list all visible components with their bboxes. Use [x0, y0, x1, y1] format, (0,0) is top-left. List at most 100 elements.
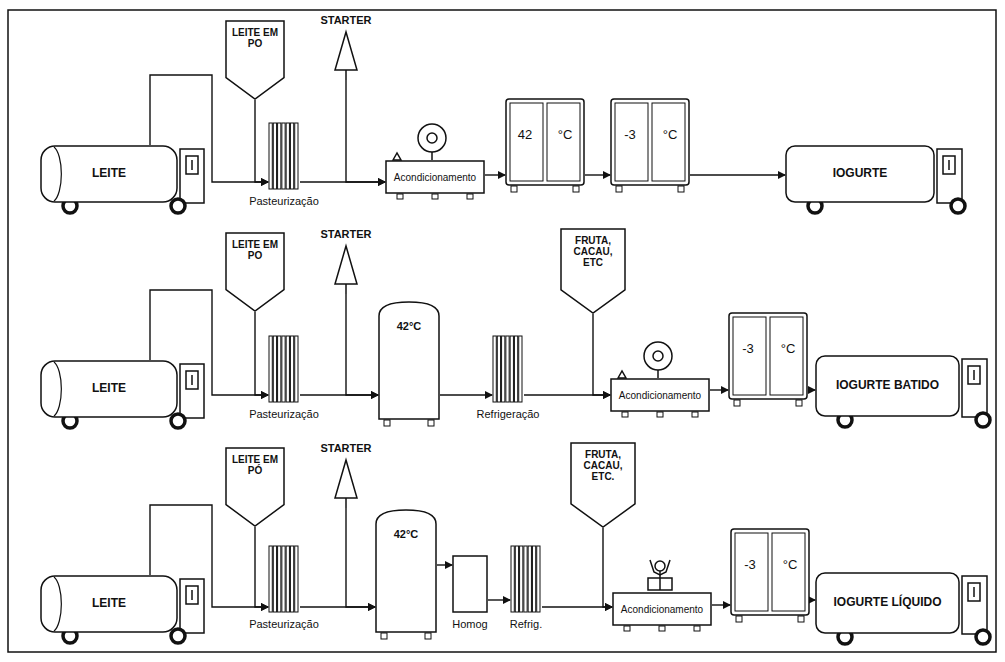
flow-arrow — [255, 312, 268, 395]
truck-node: IOGURTE LÍQUIDO — [815, 572, 960, 634]
exch-node: Pasteurização — [268, 122, 300, 190]
cab-outline — [610, 98, 690, 186]
tank-node: LEITE — [40, 575, 178, 633]
flow-arrow — [255, 527, 268, 607]
node-label: FRUTA, CACAU, ETC. — [575, 449, 631, 482]
tank-node: LEITE — [40, 145, 178, 203]
node-label: LEITE EM PÓ — [230, 454, 280, 476]
node-label: 42 — [505, 128, 545, 142]
flow-arrow — [710, 389, 728, 390]
hopper-node: LEITE EM PÓ — [225, 447, 285, 527]
exch-node: Pasteurização — [268, 335, 300, 403]
node-label: Pasteurização — [249, 195, 319, 207]
truck-cabs — [180, 149, 987, 634]
cab-node: 42°C — [505, 98, 585, 186]
flow-arrow — [542, 606, 612, 607]
node-label: STARTER — [320, 228, 371, 240]
funnel-node: STARTER — [318, 14, 374, 80]
node-label: -3 — [728, 342, 768, 356]
node-label: -3 — [610, 128, 650, 142]
exch-node: Pasteurização — [268, 545, 300, 613]
exch-node: Refrigeração — [492, 335, 524, 403]
node-label: Refrigeração — [477, 408, 540, 420]
node-label: Refrig. — [510, 618, 542, 630]
exch-outline — [492, 335, 524, 403]
tank-node: LEITE — [40, 360, 178, 418]
cab-node: -3°C — [610, 98, 690, 186]
exch-outline — [510, 545, 542, 613]
node-label: LEITE — [92, 597, 126, 610]
node-label: Acondicionamento — [394, 172, 476, 183]
cab-outline — [728, 312, 808, 400]
flow-arrow — [488, 599, 510, 600]
flow-arrow — [593, 314, 610, 395]
flow-arrow — [690, 174, 785, 175]
node-label: 42°C — [397, 320, 422, 332]
acond-node: Acondicionamento — [612, 592, 712, 626]
flow-arrow — [485, 174, 505, 175]
lbox-node: Homog — [452, 555, 488, 613]
funnel-node: STARTER — [318, 442, 374, 508]
exch-node: Refrig. — [510, 545, 542, 613]
acond-node: Acondicionamento — [385, 160, 485, 194]
node-label: FRUTA, CACAU, ETC — [565, 235, 621, 268]
node-label: IOGURTE LÍQUIDO — [834, 596, 942, 609]
node-label: IOGURTE BATIDO — [836, 379, 939, 392]
acond-node: Acondicionamento — [610, 378, 710, 412]
node-label: °C — [650, 128, 690, 142]
cab-node: -3°C — [730, 528, 810, 616]
cab-outline — [505, 98, 585, 186]
flow-arrow — [255, 100, 268, 182]
truck-node: IOGURTE — [785, 145, 935, 203]
flow-arrow — [346, 80, 385, 182]
exch-outline — [268, 335, 300, 403]
lbox-outline — [452, 555, 488, 613]
flow-arrow — [346, 508, 375, 607]
node-label: Pasteurização — [249, 618, 319, 630]
node-label: IOGURTE — [833, 167, 888, 180]
hopper-node: LEITE EM PO — [225, 232, 285, 312]
node-label: STARTER — [320, 442, 371, 454]
node-label: 42°C — [394, 528, 419, 540]
vessel-outline — [375, 508, 437, 633]
node-label: -3 — [730, 558, 770, 572]
hopper-node: FRUTA, CACAU, ETC. — [570, 442, 636, 528]
flow-arrow — [346, 294, 378, 395]
flow-arrow — [437, 564, 452, 565]
flow-arrow — [810, 599, 815, 600]
vessel-outline — [378, 300, 440, 420]
frame — [8, 10, 996, 652]
vessel-node: 42°C — [375, 508, 437, 633]
operator-figure — [648, 560, 672, 590]
cab-node: -3°C — [728, 312, 808, 400]
node-label: Acondicionamento — [619, 390, 701, 401]
vessel-node: 42°C — [378, 300, 440, 420]
hopper-node: LEITE EM PO — [225, 20, 285, 100]
flow-arrow — [808, 389, 815, 390]
truck-node: IOGURTE BATIDO — [815, 355, 960, 417]
flow-arrow — [440, 394, 492, 395]
node-label: Pasteurização — [249, 408, 319, 420]
node-label: °C — [770, 558, 810, 572]
flow-arrow — [603, 528, 612, 607]
funnel-node: STARTER — [318, 228, 374, 294]
node-label: Acondicionamento — [621, 604, 703, 615]
cab-outline — [730, 528, 810, 616]
flow-arrow — [585, 174, 610, 175]
flow-arrow — [712, 604, 730, 605]
node-label: LEITE EM PO — [230, 27, 280, 49]
node-label: Homog — [452, 618, 487, 630]
exch-outline — [268, 545, 300, 613]
node-label: °C — [545, 128, 585, 142]
hopper-node: FRUTA, CACAU, ETC — [560, 228, 626, 314]
truck-wheels — [63, 199, 990, 644]
node-label: LEITE EM PO — [230, 239, 280, 261]
node-label: LEITE — [92, 382, 126, 395]
exch-outline — [268, 122, 300, 190]
node-label: °C — [768, 342, 808, 356]
node-label: LEITE — [92, 167, 126, 180]
node-label: STARTER — [320, 14, 371, 26]
